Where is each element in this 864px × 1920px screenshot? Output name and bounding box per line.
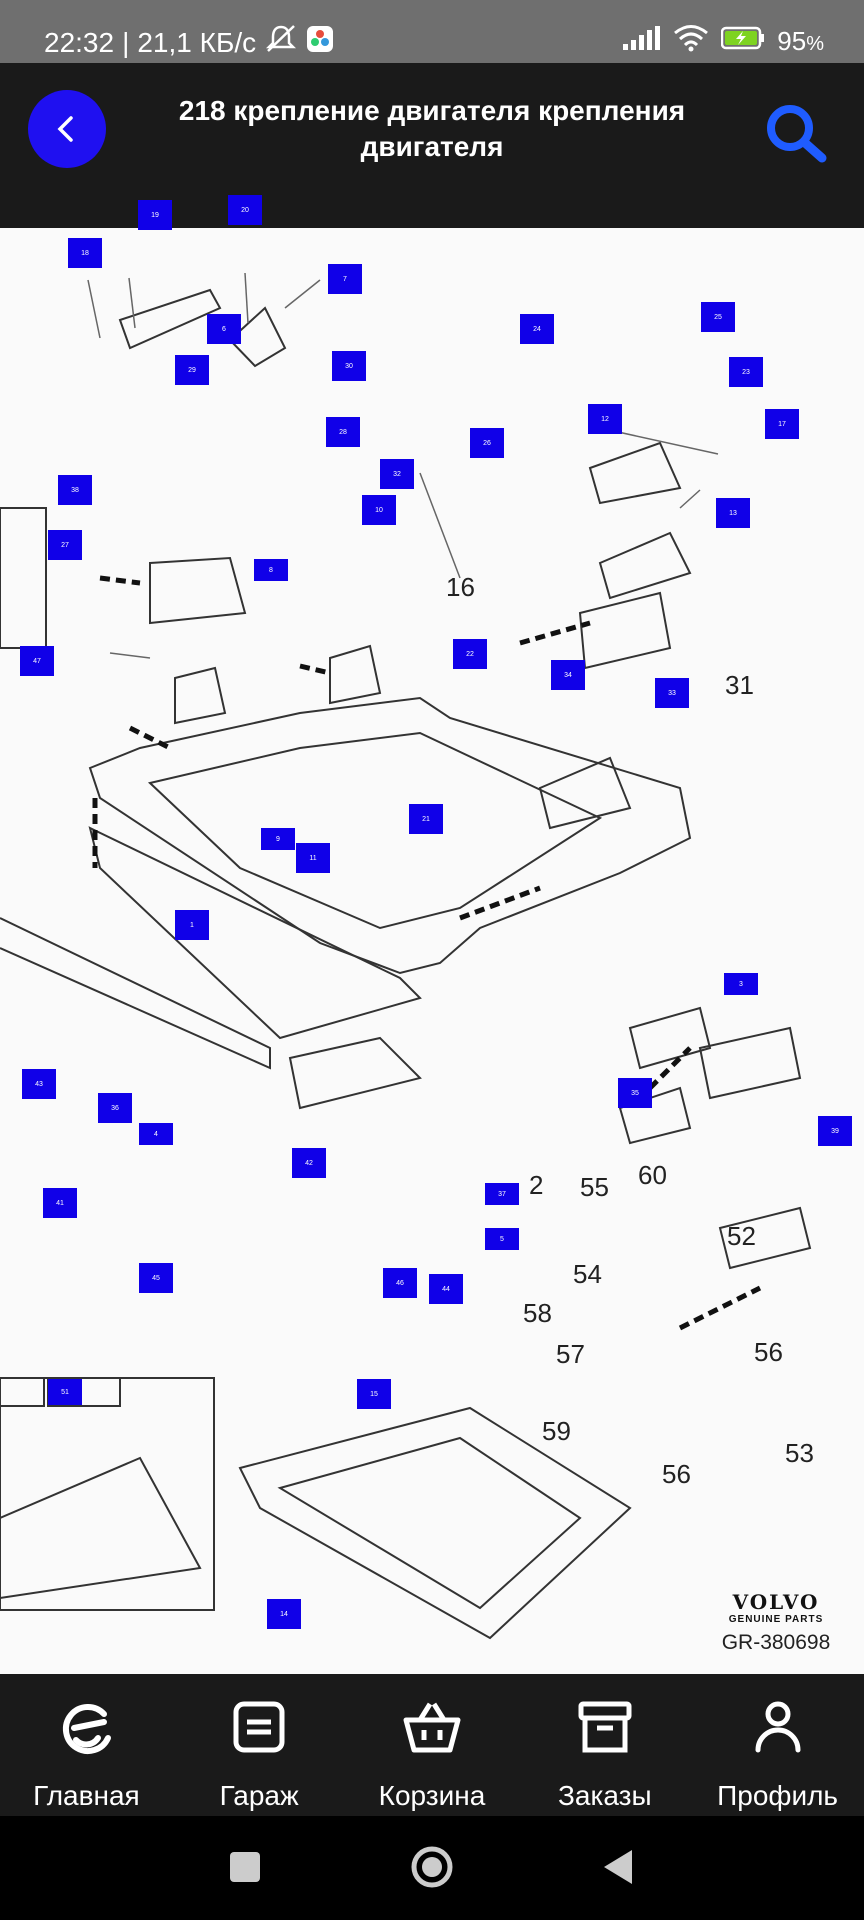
callout-23[interactable]: 23 <box>729 357 763 387</box>
part-number-31: 31 <box>725 670 754 700</box>
callout-36[interactable]: 36 <box>98 1093 132 1123</box>
mute-icon <box>264 24 298 62</box>
part-number-54: 54 <box>573 1259 602 1289</box>
callout-14[interactable]: 14 <box>267 1599 301 1629</box>
nav-cart[interactable]: Корзина <box>346 1674 519 1816</box>
callout-38[interactable]: 38 <box>58 475 92 505</box>
callout-51[interactable]: 51 <box>48 1379 82 1405</box>
garage-icon <box>233 1701 285 1753</box>
recents-button[interactable] <box>230 1852 260 1882</box>
wifi-icon <box>673 24 709 59</box>
callout-39[interactable]: 39 <box>818 1116 852 1146</box>
nav-profile[interactable]: Профиль <box>691 1674 864 1816</box>
battery-level: 95% <box>777 26 824 56</box>
callout-11[interactable]: 11 <box>296 843 330 873</box>
callout-44[interactable]: 44 <box>429 1274 463 1304</box>
callout-45[interactable]: 45 <box>139 1263 173 1293</box>
exploded-view-drawing <box>0 272 812 1640</box>
nav-garage[interactable]: Гараж <box>173 1674 346 1816</box>
page-title: 218 крепление двигателя крепления двигат… <box>178 95 686 162</box>
volvo-logo: VOLVO GENUINE PARTS GR-380698 <box>716 1590 836 1655</box>
nav-home[interactable]: Главная <box>0 1674 173 1816</box>
callout-17[interactable]: 17 <box>765 409 799 439</box>
home-button[interactable] <box>411 1846 453 1888</box>
chevron-left-icon <box>57 116 73 142</box>
search-icon <box>767 105 827 163</box>
status-time: 22:32 <box>44 27 115 58</box>
callout-20[interactable]: 20 <box>228 195 262 225</box>
nav-orders-label: Заказы <box>558 1780 652 1811</box>
callout-6[interactable]: 6 <box>207 314 241 344</box>
part-number-60: 60 <box>638 1160 667 1190</box>
part-number-53: 53 <box>785 1438 814 1468</box>
callout-28[interactable]: 28 <box>326 417 360 447</box>
callout-25[interactable]: 25 <box>701 302 735 332</box>
part-number-56: 56 <box>754 1337 783 1367</box>
callout-9[interactable]: 9 <box>261 828 295 850</box>
nav-home-label: Главная <box>33 1780 140 1811</box>
callout-43[interactable]: 43 <box>22 1069 56 1099</box>
callout-30[interactable]: 30 <box>332 351 366 381</box>
callout-42[interactable]: 42 <box>292 1148 326 1178</box>
back-triangle-button[interactable] <box>604 1850 632 1884</box>
signal-icon <box>623 26 661 57</box>
nav-profile-label: Профиль <box>717 1780 839 1811</box>
callout-29[interactable]: 29 <box>175 355 209 385</box>
callout-26[interactable]: 26 <box>470 428 504 458</box>
callout-34[interactable]: 34 <box>551 660 585 690</box>
callout-19[interactable]: 19 <box>138 200 172 230</box>
part-number-56b: 56 <box>662 1459 691 1489</box>
part-number-59: 59 <box>542 1416 571 1446</box>
callout-37[interactable]: 37 <box>485 1183 519 1205</box>
callout-46[interactable]: 46 <box>383 1268 417 1298</box>
callout-24[interactable]: 24 <box>520 314 554 344</box>
bottom-nav: Главная Гараж Корзина Заказы Профиль <box>0 1674 864 1816</box>
orders-box-icon <box>578 1701 632 1753</box>
callout-41[interactable]: 41 <box>43 1188 77 1218</box>
callout-21[interactable]: 21 <box>409 804 443 834</box>
app-notification-icon <box>306 25 334 61</box>
callout-35[interactable]: 35 <box>618 1078 652 1108</box>
parts-diagram[interactable]: 19 20 18 7 6 24 25 30 29 23 28 12 17 26 … <box>0 195 864 1674</box>
callout-10[interactable]: 10 <box>362 495 396 525</box>
callout-47[interactable]: 47 <box>20 646 54 676</box>
callout-7[interactable]: 7 <box>328 264 362 294</box>
diagram-code: GR-380698 <box>721 1631 831 1654</box>
callout-13[interactable]: 13 <box>716 498 750 528</box>
callout-27[interactable]: 27 <box>48 530 82 560</box>
profile-icon <box>755 1701 801 1753</box>
callout-3[interactable]: 3 <box>724 973 758 995</box>
callout-12[interactable]: 12 <box>588 404 622 434</box>
battery-icon <box>721 26 765 57</box>
status-bar: 22:32 | 21,1 КБ/с 95% <box>0 0 864 63</box>
cart-icon <box>403 1702 461 1753</box>
part-number-52: 52 <box>727 1221 756 1251</box>
callout-5[interactable]: 5 <box>485 1228 519 1250</box>
nav-garage-label: Гараж <box>219 1780 299 1811</box>
app-header: 218 крепление двигателя крепления двигат… <box>0 63 864 228</box>
search-button[interactable] <box>760 98 832 170</box>
callout-32[interactable]: 32 <box>380 459 414 489</box>
part-number-57: 57 <box>556 1339 585 1369</box>
part-number-58: 58 <box>523 1298 552 1328</box>
part-number-16: 16 <box>446 572 475 602</box>
callout-15[interactable]: 15 <box>357 1379 391 1409</box>
nav-cart-label: Корзина <box>378 1780 486 1811</box>
callout-22[interactable]: 22 <box>453 639 487 669</box>
back-button[interactable] <box>28 90 106 168</box>
callout-33[interactable]: 33 <box>655 678 689 708</box>
nav-orders[interactable]: Заказы <box>518 1674 691 1816</box>
home-logo-icon <box>63 1704 112 1754</box>
part-number-55: 55 <box>580 1172 609 1202</box>
callout-8[interactable]: 8 <box>254 559 288 581</box>
part-number-2: 2 <box>529 1170 544 1200</box>
callout-18[interactable]: 18 <box>68 238 102 268</box>
callout-1[interactable]: 1 <box>175 910 209 940</box>
callout-4[interactable]: 4 <box>139 1123 173 1145</box>
system-nav-bar <box>0 1816 864 1920</box>
status-speed: 21,1 КБ/с <box>137 27 257 58</box>
